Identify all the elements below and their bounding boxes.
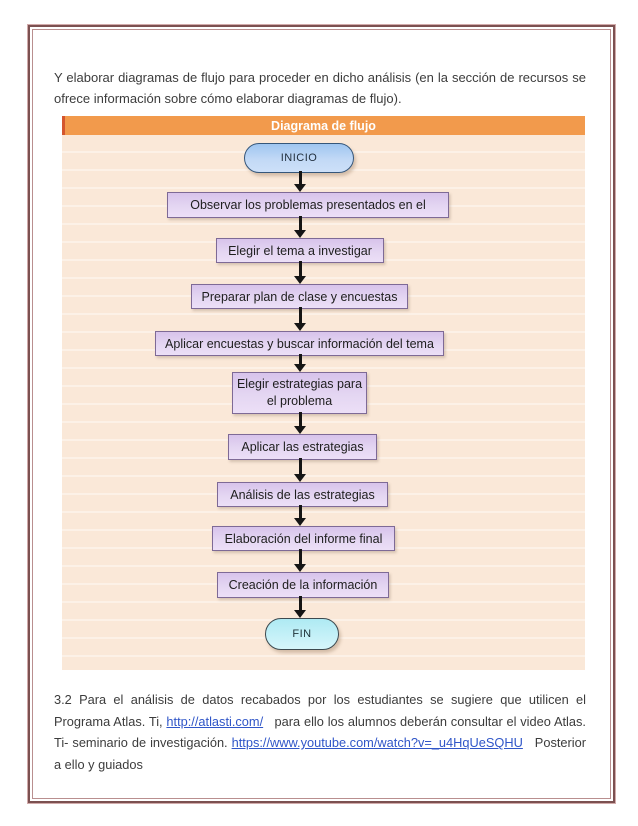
flow-arrow-down [294,354,306,372]
flow-step: Aplicar las estrategias [228,434,377,460]
flow-node-start-label: INICIO [280,152,318,164]
flow-step: Preparar plan de clase y encuestas [191,284,408,309]
flow-step-label: Aplicar encuestas y buscar información d… [165,336,434,351]
flow-step-label: Preparar plan de clase y encuestas [201,289,398,304]
flow-step: Análisis de las estrategias [217,482,388,507]
flowchart-header: Diagrama de flujo [62,116,585,135]
flow-arrow-down [294,596,306,618]
youtube-link[interactable]: https://www.youtube.com/watch?v=_u4HqUeS… [231,735,523,750]
flow-arrow-down [294,261,306,284]
closing-text-2: para ello los alumnos deberán consultar … [54,713,586,751]
flow-step-label: Observar los problemas presentados en el [190,198,426,212]
flow-step-label: Aplicar las estrategias [241,440,364,454]
flow-node-end: FIN [265,618,339,650]
closing-text-1: 3.2 Para el análisis de datos recabados … [54,692,586,729]
flowchart-canvas: INICIO Observar los problemas presentado… [62,135,585,670]
flow-arrow-down [294,307,306,331]
flow-arrow-down [294,216,306,238]
flow-step: Observar los problemas presentados en el [167,192,449,218]
flow-step-label: Elaboración del informe final [224,531,383,546]
flow-arrow-down [294,549,306,572]
flow-step-label: Análisis de las estrategias [230,487,375,502]
closing-text-3: Posterior a ello y guiados [54,735,586,772]
flow-step: Creación de la información [217,572,389,598]
flowchart-title: Diagrama de flujo [271,118,376,133]
flow-step-label: Elegir estrategias para el problema [236,377,363,408]
intro-paragraph: Y elaborar diagramas de flujo para proce… [54,70,586,106]
flow-step-label: Creación de la información [228,578,378,592]
closing-paragraph: 3.2 Para el análisis de datos recabados … [54,689,586,775]
flow-step: Elegir estrategias para el problema [232,372,367,414]
flow-arrow-down [294,505,306,526]
flow-step: Elaboración del informe final [212,526,395,551]
flow-node-end-label: FIN [292,628,312,640]
flow-step: Elegir el tema a investigar [216,238,384,263]
atlasti-link[interactable]: http://atlasti.com/ [166,713,264,729]
flow-node-start: INICIO [244,143,354,173]
flow-arrow-down [294,412,306,434]
flow-step: Aplicar encuestas y buscar información d… [155,331,444,356]
flow-step-label: Elegir el tema a investigar [228,243,372,258]
flow-arrow-down [294,171,306,192]
header-accent-strip [62,116,65,135]
flow-arrow-down [294,458,306,482]
